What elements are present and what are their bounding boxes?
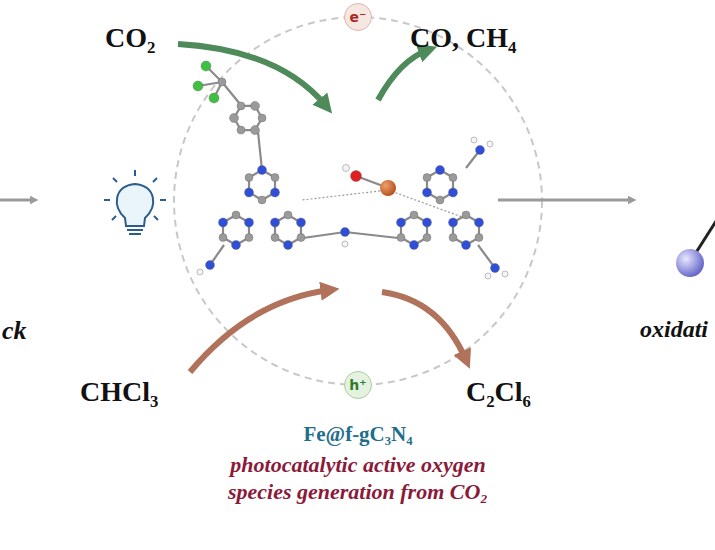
atom [448, 188, 457, 197]
atom [476, 146, 485, 155]
atom [462, 241, 471, 250]
atom [475, 234, 483, 242]
charge-circle: h⁺ [344, 371, 372, 399]
catalyst-name: Fe@f-gC₃N₄ [303, 422, 412, 447]
cropped-text: oxidati [640, 316, 708, 343]
atom [297, 234, 305, 242]
atom [232, 211, 240, 219]
atom [245, 234, 253, 242]
atom [351, 171, 362, 182]
product-label: CO, CH₄ [410, 22, 516, 54]
atom [237, 102, 245, 110]
atom [284, 241, 293, 250]
atom [271, 234, 279, 242]
atom [206, 261, 215, 270]
atom [258, 196, 266, 204]
atom [449, 218, 458, 227]
flow-arrow [498, 199, 632, 202]
reactant-label: CO₂ [105, 22, 155, 54]
atom [219, 234, 227, 242]
fe-gc3n4-molecule [193, 61, 508, 279]
reactant-label: CHCl₃ [80, 376, 158, 408]
atom [397, 234, 405, 242]
charge-symbol: h⁺ [349, 377, 366, 393]
atom [284, 211, 292, 219]
atom [342, 241, 348, 247]
atom [209, 93, 219, 103]
atom [201, 61, 211, 71]
bond-line [303, 232, 345, 238]
cycle-circle [174, 17, 542, 385]
atom [258, 114, 266, 122]
atom [341, 228, 350, 237]
oxidation-arrow [382, 292, 466, 360]
atom [251, 126, 260, 135]
atom [423, 188, 432, 197]
atom [244, 218, 253, 227]
product-label: C₂Cl₆ [466, 376, 531, 408]
charge-circle: e⁻ [344, 3, 372, 31]
atom [197, 269, 203, 275]
atom [232, 241, 241, 250]
atom [258, 166, 267, 175]
atom [462, 211, 470, 219]
atom [471, 137, 477, 143]
charge-symbol: e⁻ [350, 9, 367, 25]
flow-arrow [0, 199, 34, 202]
atom [219, 218, 228, 227]
atom [449, 234, 457, 242]
atom [343, 165, 350, 172]
bond-line [222, 82, 240, 104]
atom [423, 234, 431, 242]
atom [271, 174, 279, 182]
atom [474, 218, 483, 227]
atom [491, 264, 500, 273]
reduction-arrow [378, 50, 428, 100]
atom [230, 114, 239, 123]
coordination-line [302, 190, 388, 200]
atom-sphere [676, 249, 704, 277]
fe-atom [380, 180, 396, 196]
atom [449, 174, 457, 182]
atom [410, 241, 419, 250]
atom [436, 166, 445, 175]
atom [245, 188, 254, 197]
atom [487, 141, 493, 147]
atom [271, 218, 280, 227]
atom [436, 196, 444, 204]
atom [502, 271, 508, 277]
cropped-text: ck [2, 316, 27, 346]
bond-line [258, 132, 262, 170]
bond-line [345, 232, 398, 238]
reduction-arrow [178, 44, 326, 106]
atom [422, 218, 431, 227]
light-bulb-icon [104, 170, 166, 234]
atom [485, 273, 491, 279]
atom [218, 78, 226, 86]
oxidation-arrow [190, 290, 330, 372]
atom [237, 126, 245, 134]
atom [410, 211, 418, 219]
subtitle: photocatalytic active oxygen species gen… [198, 452, 518, 506]
atom [397, 218, 406, 227]
atom [270, 188, 279, 197]
atom [423, 174, 431, 182]
atom [193, 81, 203, 91]
atom [296, 218, 305, 227]
atom [251, 101, 260, 110]
atom [245, 174, 253, 182]
